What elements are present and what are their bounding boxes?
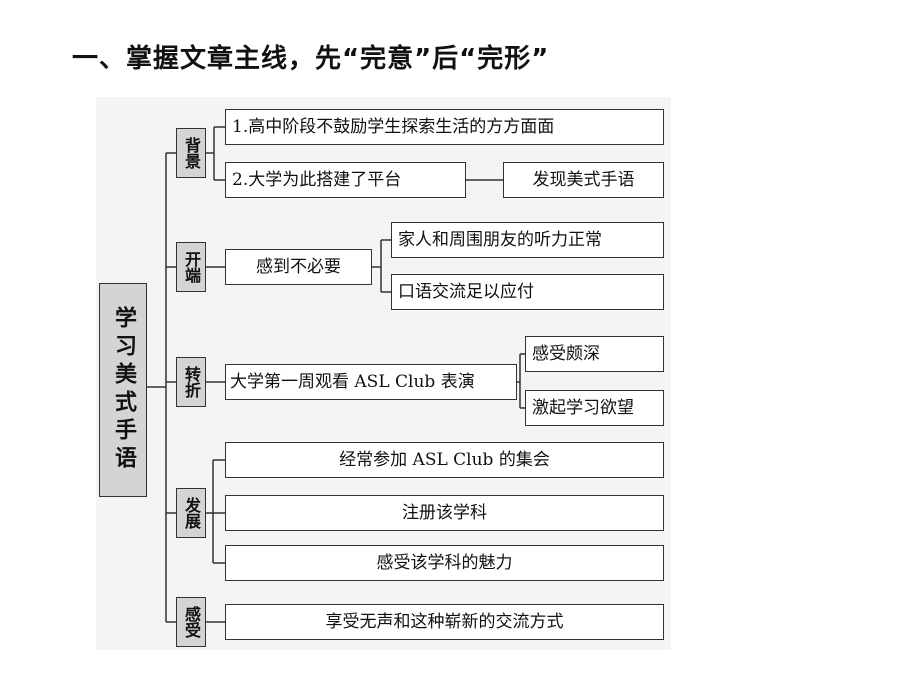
node-development-2: 注册该学科 xyxy=(225,495,664,531)
category-start: 开端 xyxy=(176,242,206,292)
category-feeling: 感受 xyxy=(176,597,206,647)
node-turn-result-1: 感受颇深 xyxy=(525,336,664,372)
category-turn: 转折 xyxy=(176,357,206,407)
node-development-1: 经常参加 ASL Club 的集会 xyxy=(225,442,664,478)
category-development: 发展 xyxy=(176,488,206,538)
node-turn-result-2: 激起学习欲望 xyxy=(525,390,664,426)
node-background-2: 2.大学为此搭建了平台 xyxy=(225,162,466,198)
page-title: 一、掌握文章主线，先“完意”后“完形” xyxy=(72,44,550,74)
node-background-2-result: 发现美式手语 xyxy=(503,162,664,198)
node-start-reason-2: 口语交流足以应付 xyxy=(391,274,664,310)
node-start-main: 感到不必要 xyxy=(225,249,372,285)
node-background-1: 1.高中阶段不鼓励学生探索生活的方方面面 xyxy=(225,109,664,145)
root-node: 学习美式手语 xyxy=(99,283,147,497)
node-development-3: 感受该学科的魅力 xyxy=(225,545,664,581)
category-background: 背景 xyxy=(176,128,206,178)
node-turn-main: 大学第一周观看 ASL Club 表演 xyxy=(225,364,517,400)
node-start-reason-1: 家人和周围朋友的听力正常 xyxy=(391,222,664,258)
node-feeling-1: 享受无声和这种崭新的交流方式 xyxy=(225,604,664,640)
